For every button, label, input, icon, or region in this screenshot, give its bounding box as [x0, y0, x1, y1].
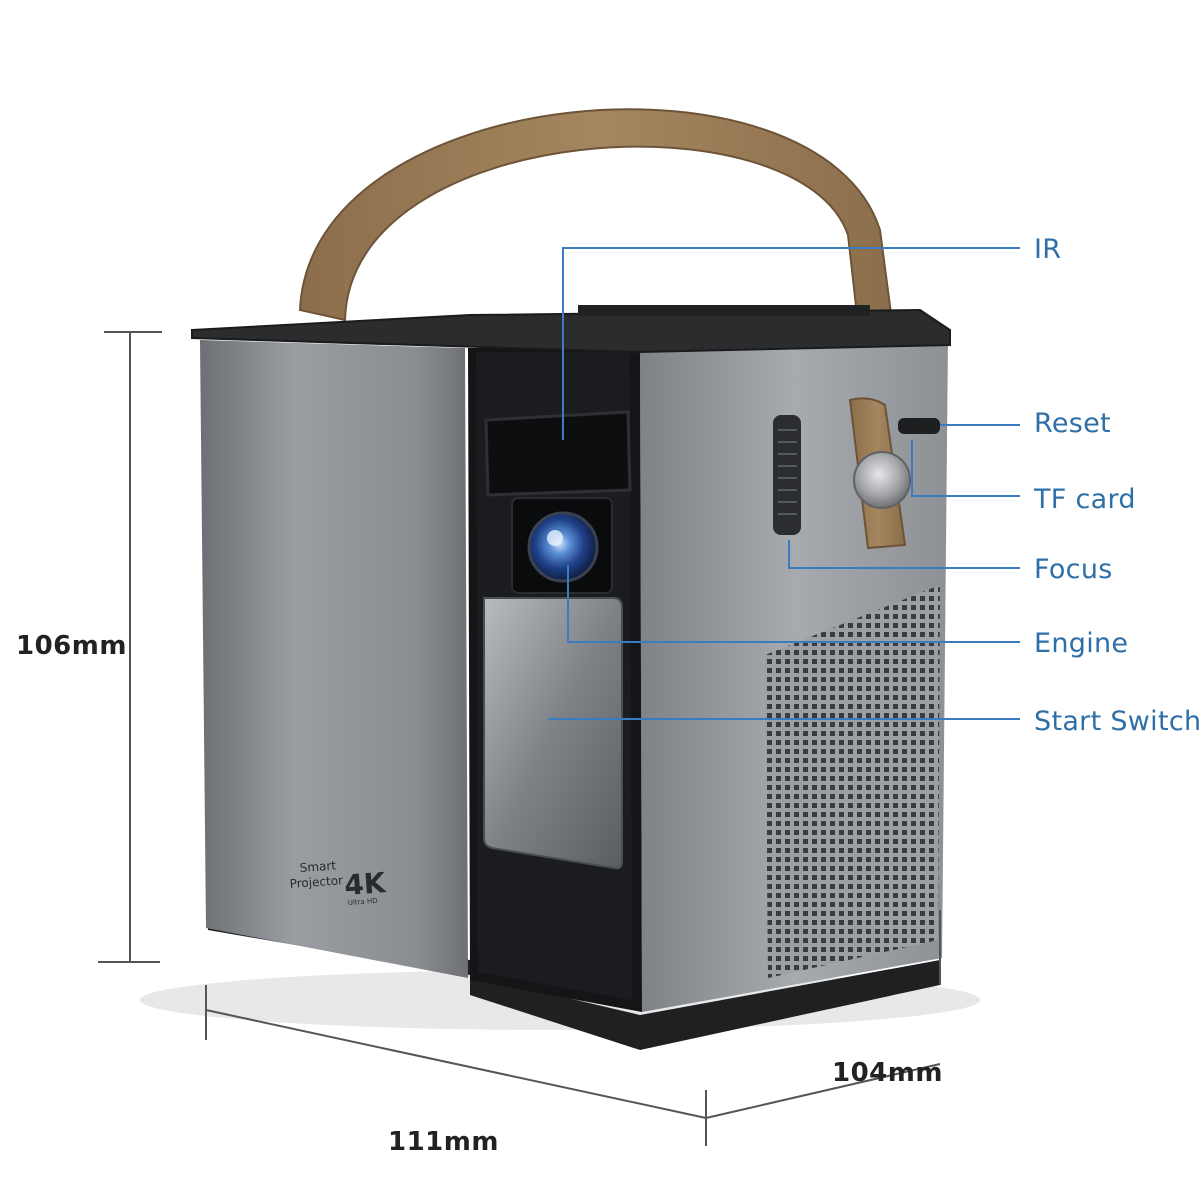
brand-projector: Projector — [289, 873, 343, 891]
dimension-width: 111mm — [388, 1127, 499, 1157]
focus-wheel — [773, 415, 801, 535]
focus-wheel-ridges — [778, 429, 797, 515]
callout-engine: Engine — [1034, 628, 1129, 659]
dim-depth-line — [705, 1063, 941, 1119]
ir-window — [484, 410, 632, 497]
callout-line-ir — [562, 247, 1020, 440]
brand-smart: Smart — [299, 858, 336, 875]
handle-knob — [853, 451, 911, 509]
left-face — [200, 340, 468, 978]
dim-width-line — [205, 1009, 707, 1119]
callout-line-engine — [567, 565, 1020, 643]
callout-tf-card: TF card — [1034, 484, 1136, 515]
brand-sub: Ultra HD — [348, 897, 378, 907]
dimension-height: 106mm — [16, 631, 127, 661]
callout-ir: IR — [1034, 234, 1062, 265]
lens — [527, 511, 599, 583]
callout-lines — [548, 247, 1020, 720]
tf-card-slot — [898, 418, 940, 434]
callout-focus: Focus — [1034, 554, 1113, 585]
start-switch-plate — [483, 597, 623, 870]
speaker-grille — [765, 585, 940, 978]
dimension-lines — [98, 331, 941, 1146]
brand-4k: 4K — [343, 866, 388, 902]
top-cover — [191, 308, 951, 354]
callout-reset: Reset — [1034, 408, 1111, 439]
callout-line-focus — [788, 540, 1020, 569]
dimension-depth: 104mm — [832, 1058, 943, 1088]
callout-line-tf-card — [911, 440, 1020, 497]
callout-start-switch: Start Switch — [1034, 706, 1200, 737]
